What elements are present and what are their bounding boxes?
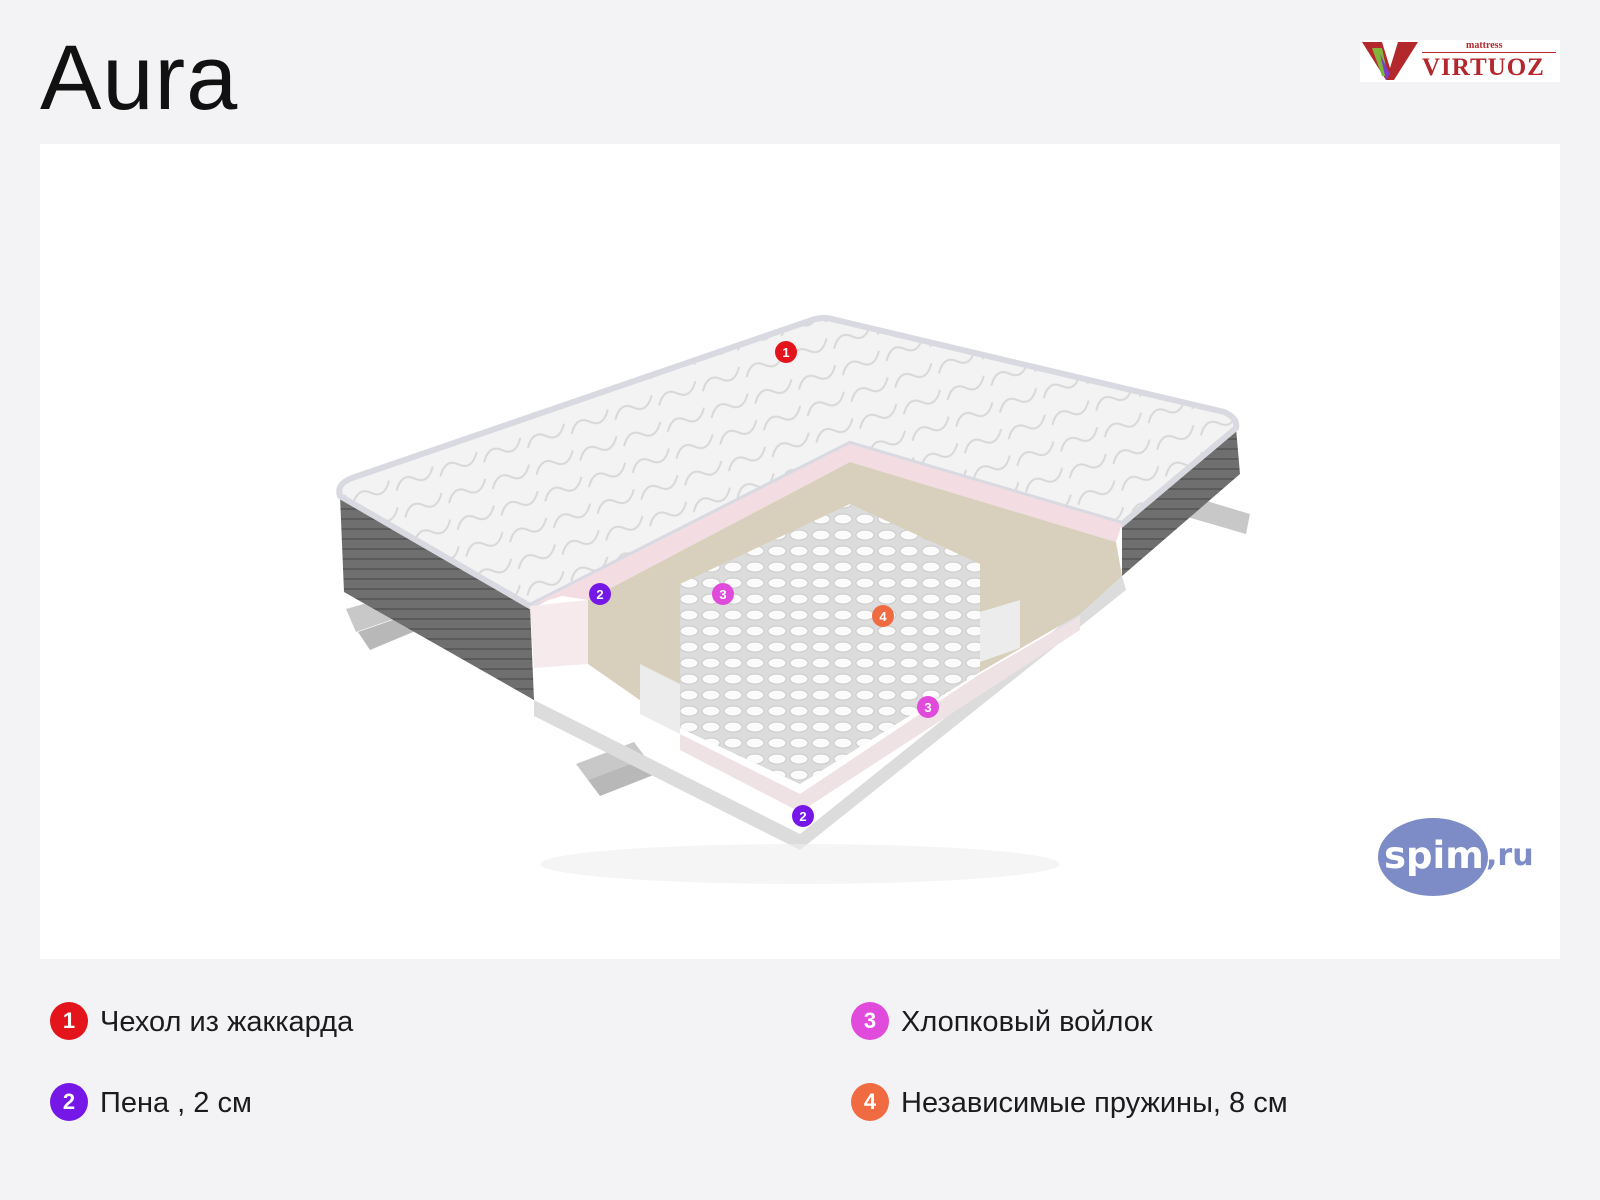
pocket-springs-block [680,504,980,784]
mattress-side-right [1122,428,1240,576]
legend-number-3: 3 [851,1002,889,1040]
foam-layer-top [530,444,1122,606]
foam-block-front [640,664,680,734]
brand-rule [1422,52,1556,53]
product-image-panel: 1 2 3 3 4 2 [40,144,1560,959]
legend-label-foam: Пена , 2 см [100,1087,252,1119]
mattress-cutaway-illustration [336,315,1250,884]
floor-shadow [540,844,1060,884]
foam-layer-front [530,600,588,668]
marker-1: 1 [775,341,797,363]
marker-3-bottom: 3 [917,696,939,718]
brand-v-mark-icon [1362,42,1418,80]
legend-label-felt: Хлопковый войлок [901,1006,1153,1038]
mattress-top-cover [336,315,1240,610]
legend-label-springs: Независимые пружины, 8 см [901,1087,1288,1119]
mattress-side-left [340,496,534,700]
legend-number-1: 1 [50,1002,88,1040]
page-title: Aura [40,27,239,129]
marker-3-top: 3 [712,583,734,605]
brand-logo: mattress VIRTUOZ [1360,40,1560,82]
spim-watermark-bubble [1378,818,1488,896]
legend-number-4: 4 [851,1083,889,1121]
brand-name: VIRTUOZ [1422,54,1545,81]
spim-watermark-text: spim [1384,834,1484,877]
legend-number-2: 2 [50,1083,88,1121]
spim-watermark-domain: ,ru [1486,838,1534,873]
marker-2-bottom: 2 [792,805,814,827]
brand-subtitle: mattress [1466,40,1503,51]
legend-label-cover: Чехол из жаккарда [100,1006,354,1038]
marker-2-top: 2 [589,583,611,605]
foam-block-right [980,600,1020,662]
mattress-base-edge [534,576,1126,850]
marker-4: 4 [872,605,894,627]
